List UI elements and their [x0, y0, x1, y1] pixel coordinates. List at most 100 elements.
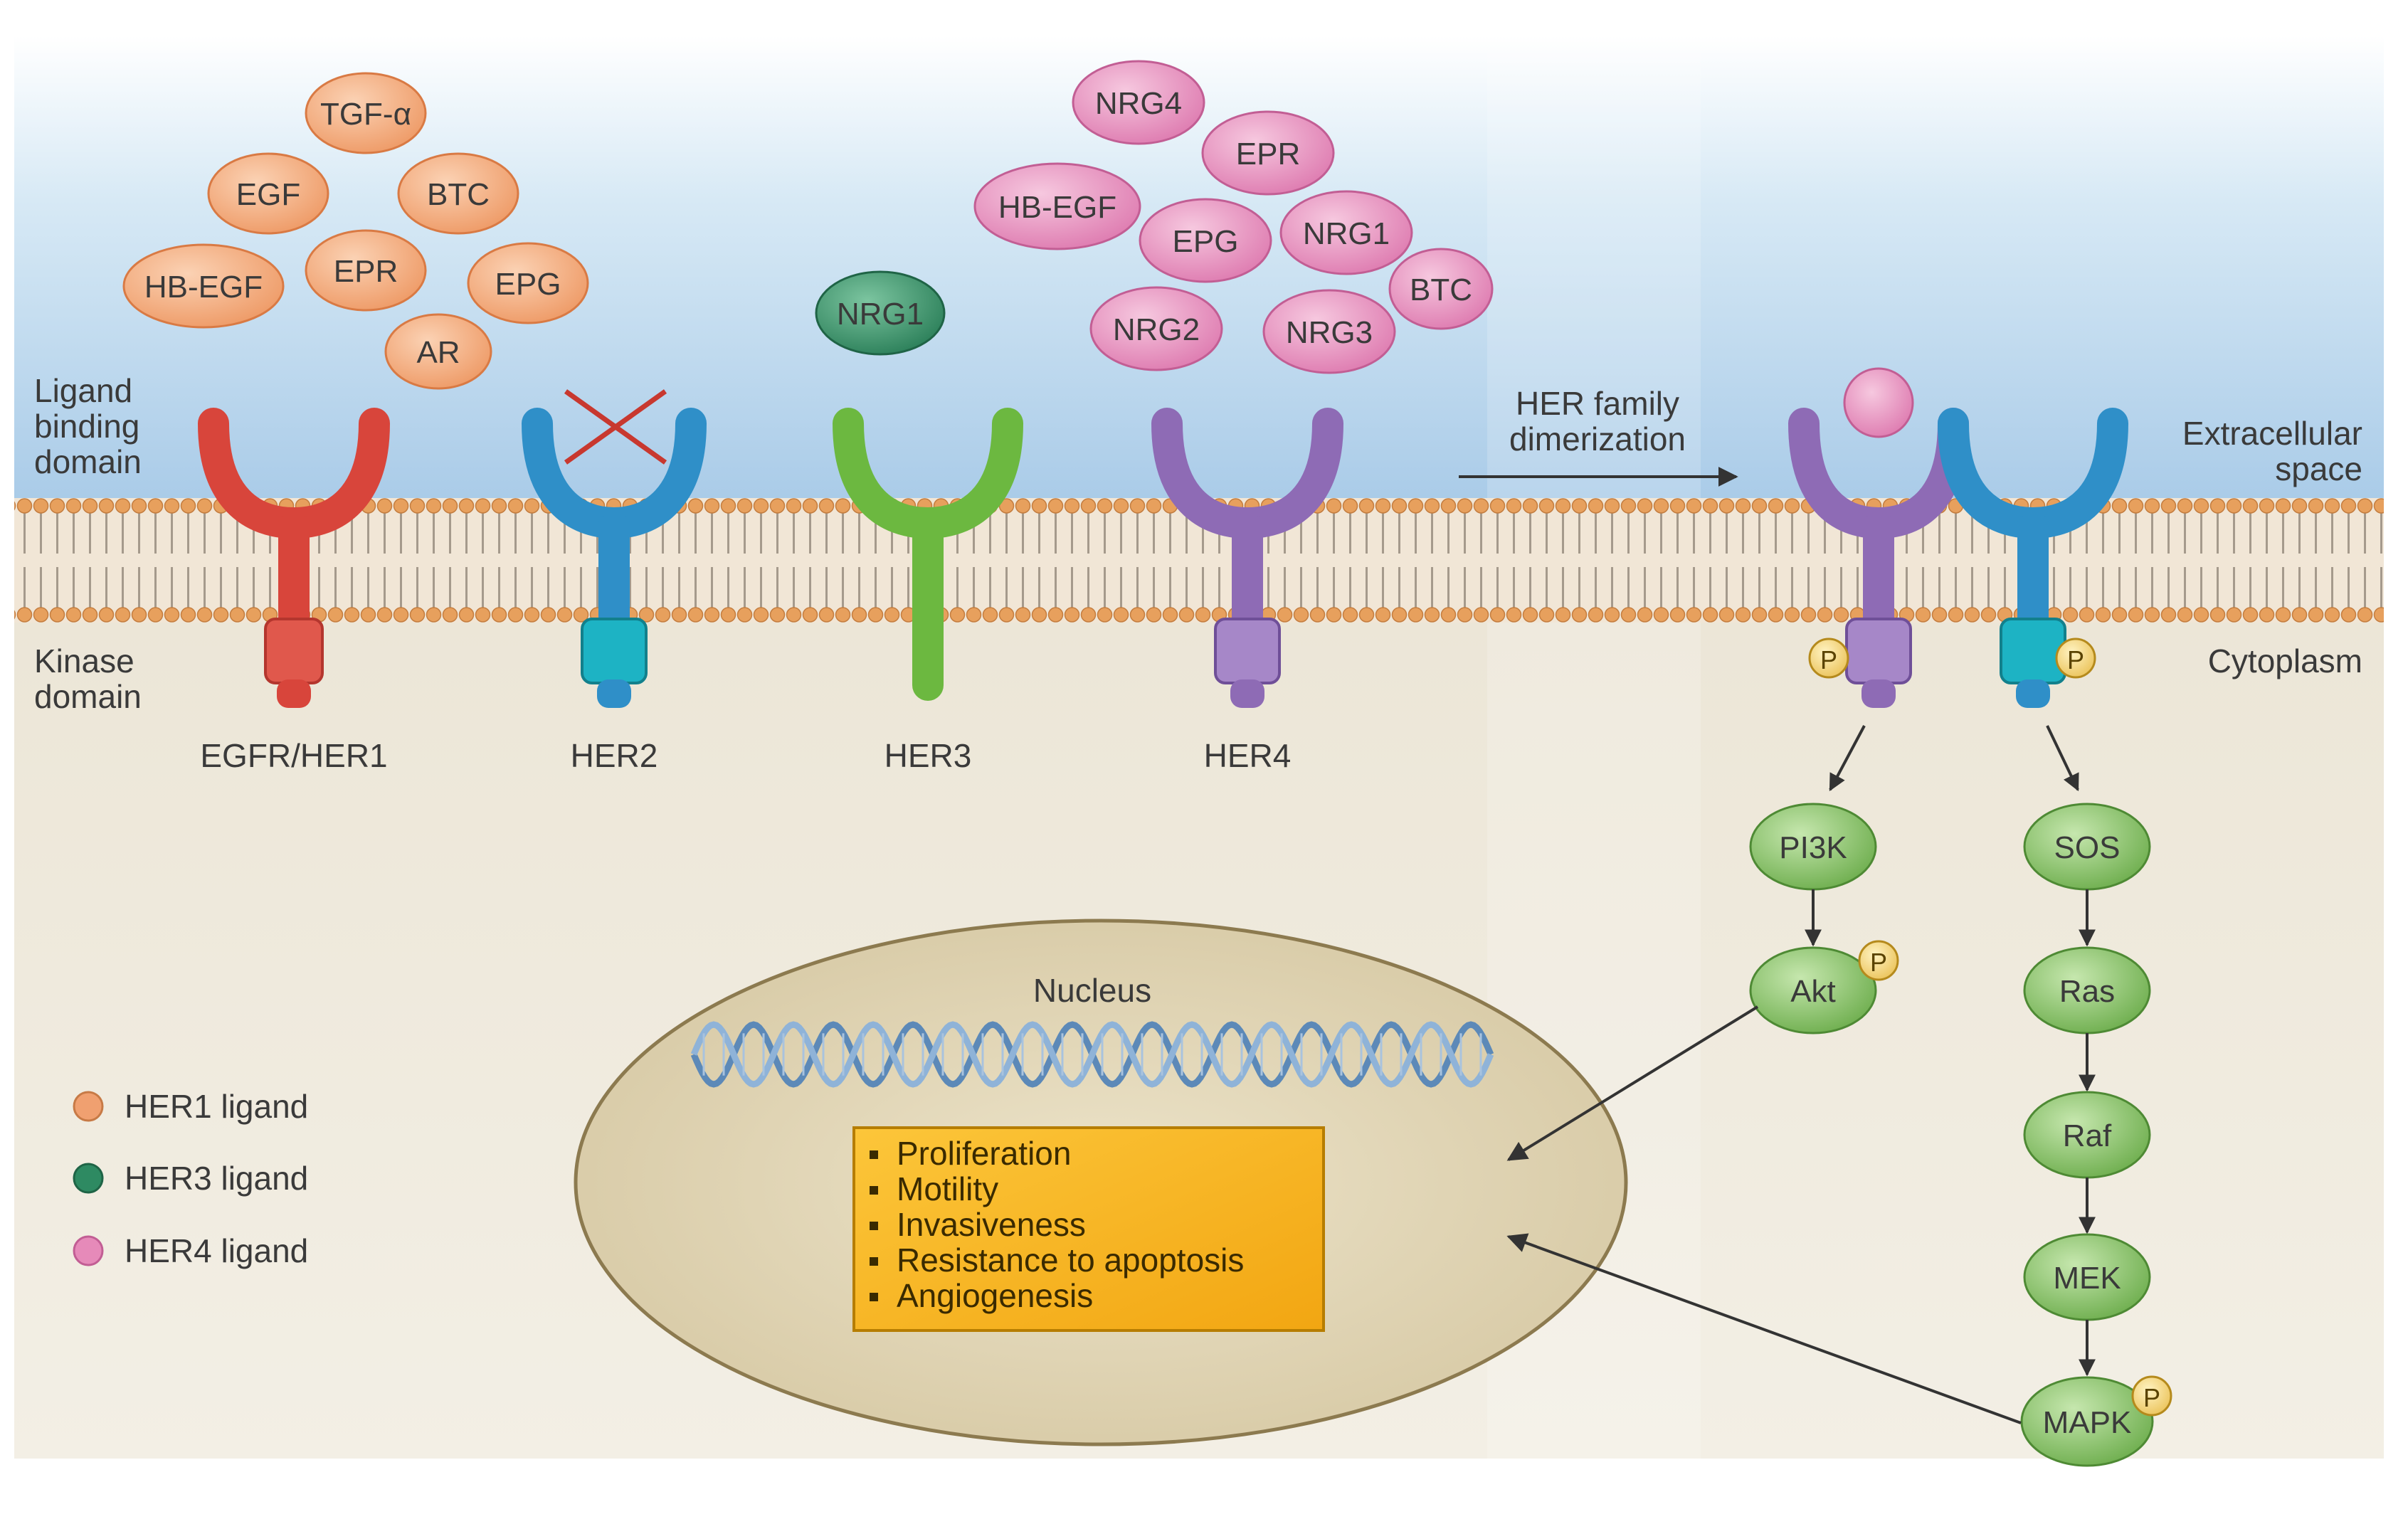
pathway-node-mapk: [2020, 1376, 2154, 1467]
her4-ligand: [1089, 286, 1223, 371]
outcome-item: Motility: [897, 1170, 998, 1207]
phosphate-badge: [2131, 1375, 2172, 1417]
receptor-her1: [198, 408, 390, 708]
cytoplasm-label: Cytoplasm: [2208, 642, 2362, 679]
ligand-label: NRG1: [837, 297, 924, 332]
ligand-label: BTC: [427, 177, 490, 212]
bullet-icon: [870, 1186, 878, 1195]
her1-ligand: [122, 243, 285, 329]
her1-ligand: [207, 152, 329, 235]
her4-ligand: [1262, 289, 1396, 374]
her4-ligand: [973, 162, 1141, 250]
label-line: Ligand: [34, 372, 132, 409]
receptor-label-her3: HER3: [884, 737, 972, 774]
nucleus-label: Nucleus: [1033, 972, 1151, 1009]
her4-ligand-cluster: NRG4 EPR HB-EGF EPG NRG1 BTC NRG2 NRG3: [973, 60, 1494, 374]
ligand-label: AR: [416, 335, 460, 370]
arrow-mapk-to-nucleus: [1506, 1233, 2022, 1424]
outcome-item: Proliferation: [897, 1135, 1071, 1172]
pathway-label: Akt: [1790, 974, 1836, 1009]
her1-ligand: [305, 72, 427, 154]
tail: [2016, 679, 2050, 708]
label-line: Kinase: [34, 642, 134, 679]
kinase-domain: [1214, 618, 1281, 684]
pathway-label: SOS: [2054, 830, 2121, 865]
legend-swatch-her3: [73, 1163, 104, 1194]
pathway-label: PI3K: [1779, 830, 1847, 865]
kinase-domain: [1845, 618, 1912, 684]
label-line: binding: [34, 408, 139, 445]
legend-label: HER3 ligand: [125, 1160, 308, 1197]
outcome-item: Invasiveness: [897, 1206, 1086, 1243]
receptor-label-her2: HER2: [571, 737, 658, 774]
dimer-her4: P: [1788, 367, 1969, 708]
ligand-label: EPR: [1236, 137, 1300, 171]
her4-ligand: [1139, 198, 1272, 283]
outcomes-list: Proliferation Motility Invasiveness Resi…: [870, 1135, 1244, 1314]
tail: [1862, 679, 1896, 708]
nucleus: Nucleus Proliferation Motility Invasiven…: [574, 919, 1628, 1446]
label-line: space: [2275, 450, 2362, 487]
phosphate-label: P: [2067, 645, 2084, 674]
bullet-icon: [870, 1150, 878, 1159]
bullet-icon: [870, 1257, 878, 1266]
her4-ligand: [1072, 60, 1205, 145]
ligand-label: NRG2: [1113, 312, 1200, 347]
ligand-label: NRG4: [1095, 86, 1182, 121]
her3-ligand-cluster: NRG1: [815, 270, 946, 356]
label-line: dimerization: [1509, 420, 1686, 457]
kinase-domain: [264, 618, 324, 684]
pathway-node-akt: [1749, 946, 1877, 1034]
label-line: HER family: [1516, 385, 1679, 422]
kinase-domain: [581, 618, 648, 684]
outcomes-box: [852, 1126, 1325, 1332]
kinase-domain: [2000, 618, 2066, 684]
tail: [277, 679, 311, 708]
legend-label: HER4 ligand: [125, 1232, 308, 1269]
kinase-domain-label: Kinase domain: [34, 642, 142, 715]
ligand-binding-domain-label: Ligand binding domain: [34, 372, 142, 480]
her1-ligand: [384, 313, 492, 390]
receptor-label-her4: HER4: [1204, 737, 1292, 774]
ligand-label: HB-EGF: [144, 270, 263, 305]
ligand-label: EPG: [1173, 224, 1239, 259]
pi3k-akt-pathway: PI3K Akt P: [1749, 803, 1899, 1034]
her3-ligand: [815, 270, 946, 356]
phosphate-badge: [1858, 940, 1899, 981]
receptor-her3: [833, 408, 1023, 701]
dna-helix-icon: [690, 1021, 1494, 1088]
ligand-label: EPR: [334, 254, 398, 289]
outcome-item: Angiogenesis: [897, 1277, 1093, 1314]
receptor-her4: [1151, 408, 1343, 708]
her1-ligand-cluster: TGF-α EGF BTC EPR HB-EGF EPG AR: [122, 72, 589, 390]
phosphate-label: P: [1870, 948, 1887, 977]
ligand-label: TGF-α: [320, 97, 411, 132]
ligand-label: EGF: [236, 177, 300, 212]
outcome-item: Resistance to apoptosis: [897, 1242, 1244, 1279]
pathway-label: Ras: [2059, 974, 2115, 1009]
transmembrane-stalk: [912, 516, 944, 701]
ligand-label: NRG3: [1286, 315, 1373, 350]
receptor-her2: [522, 389, 707, 708]
pathway-label: MEK: [2053, 1261, 2121, 1296]
legend: HER1 ligand HER3 ligand HER4 ligand: [73, 1088, 308, 1269]
phosphate-badge: [2055, 637, 2096, 679]
tail: [1230, 679, 1264, 708]
phosphate-badge: [1808, 637, 1849, 679]
her4-ligand: [1388, 248, 1494, 330]
phosphate-label: P: [1820, 645, 1837, 674]
label-line: Extracellular: [2182, 415, 2362, 452]
bullet-icon: [870, 1222, 878, 1230]
legend-swatch-her4: [73, 1235, 104, 1266]
dimerization-annotation: HER family dimerization: [1459, 385, 1738, 487]
no-ligand-cross-icon: [564, 389, 667, 465]
arrow-to-sos: [2046, 725, 2079, 792]
pathway-label: MAPK: [2043, 1405, 2132, 1440]
arrow-akt-to-nucleus: [1506, 1005, 1759, 1161]
bullet-icon: [870, 1293, 878, 1301]
her4-ligand: [1201, 110, 1335, 196]
her1-ligand: [305, 229, 427, 312]
dimer-her2: P: [1938, 408, 2128, 708]
